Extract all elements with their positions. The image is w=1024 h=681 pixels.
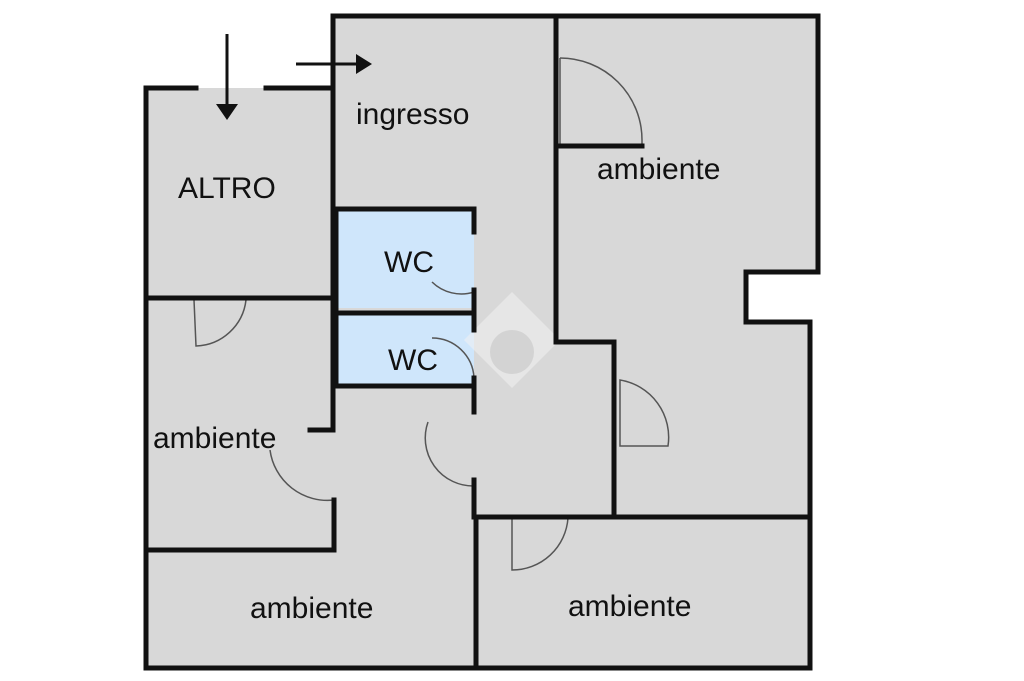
label-ambiente-bottom-left: ambiente (250, 592, 373, 625)
door-wc-top (431, 281, 475, 295)
door-wc-bottom (431, 337, 475, 379)
door-ambiente-right-lower (619, 379, 670, 447)
label-ingresso: ingresso (356, 98, 469, 131)
label-ambiente-top-right: ambiente (597, 153, 720, 186)
ambiente-bottom-left-floor (146, 390, 476, 668)
room-labels: ingresso ALTRO WC WC ambiente ambiente a… (153, 98, 720, 625)
walls (143, 13, 821, 671)
door-ambiente-bottom-left (424, 421, 475, 487)
altro-floor (146, 88, 335, 298)
label-ambiente-bottom-right: ambiente (568, 590, 691, 623)
label-altro: ALTRO (178, 172, 276, 205)
label-wc-bottom: WC (388, 344, 438, 377)
wc-top-floor (336, 209, 474, 308)
floor-areas (146, 16, 818, 668)
ambiente-top-right-floor (556, 16, 818, 517)
door-ambiente-left (193, 299, 247, 347)
door-ambiente-bottom-right (511, 517, 569, 571)
watermark-logo (464, 292, 560, 388)
door-ambiente-left-lower (269, 449, 335, 502)
door-swings (193, 57, 670, 571)
label-ambiente-left: ambiente (153, 422, 276, 455)
door-ambiente-top-right (559, 57, 643, 146)
label-wc-top: WC (384, 246, 434, 279)
arrow-right-icon (296, 54, 372, 74)
arrow-down-icon (216, 34, 238, 120)
wc-bottom-floor (336, 315, 474, 386)
ambiente-bottom-right-floor (478, 517, 808, 668)
wc-areas (336, 209, 474, 386)
entry-arrows (216, 34, 372, 120)
